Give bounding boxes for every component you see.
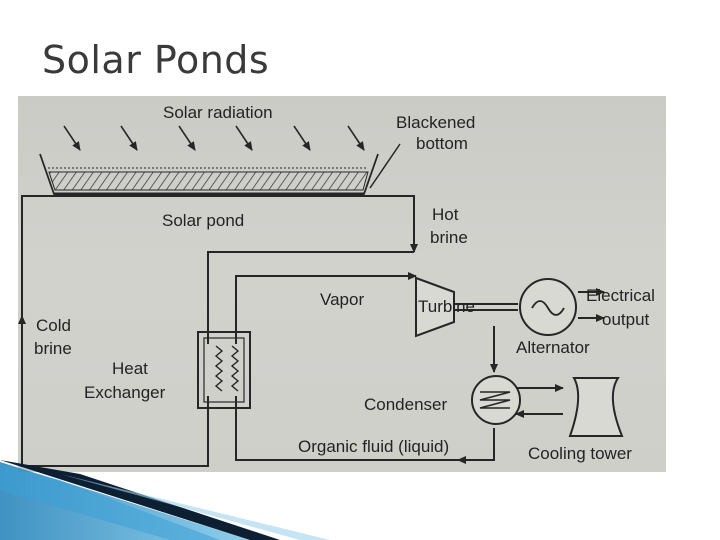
turbine <box>415 276 455 338</box>
label-bottom: bottom <box>416 134 468 153</box>
label-electrical: Electrical <box>586 286 655 305</box>
cooling-tower <box>568 377 624 437</box>
blackened-bottom-pointer <box>369 143 401 189</box>
condenser <box>471 375 521 425</box>
label-output: output <box>602 310 650 329</box>
diagram-photo: Solar radiation Blackened bottom Solar p… <box>18 96 666 472</box>
radiation-arrow <box>235 125 253 151</box>
label-cooling-tower: Cooling tower <box>528 444 632 463</box>
piping <box>18 195 605 467</box>
vapor-pipe <box>235 272 417 344</box>
label-hot-brine: brine <box>430 228 468 247</box>
radiation-arrow <box>293 125 311 151</box>
solar-pond-trough <box>39 143 401 196</box>
solar-radiation-arrows <box>63 125 365 151</box>
label-blackened: Blackened <box>396 113 475 132</box>
organic-fluid-pipe <box>235 396 495 461</box>
label-solar-radiation: Solar radiation <box>163 103 273 122</box>
slide-title: Solar Ponds <box>42 38 270 82</box>
label-cold-brine: brine <box>34 339 72 358</box>
label-turbine: Turbine <box>418 297 475 316</box>
label-organic-fluid: Organic fluid (liquid) <box>298 437 449 456</box>
heat-exchanger <box>197 331 251 409</box>
label-alternator: Alternator <box>516 338 590 357</box>
label-vapor: Vapor <box>320 290 364 309</box>
label-condenser: Condenser <box>364 395 448 414</box>
label-exchanger: Exchanger <box>84 383 166 402</box>
radiation-arrow <box>63 125 81 151</box>
label-cold: Cold <box>36 316 71 335</box>
radiation-arrow <box>178 125 196 151</box>
radiation-arrow <box>347 125 365 151</box>
label-heat: Heat <box>112 359 148 378</box>
label-solar-pond: Solar pond <box>162 211 244 230</box>
radiation-arrow <box>120 125 138 151</box>
decorative-swoosh <box>0 460 330 540</box>
hot-brine-pipe <box>207 251 414 344</box>
solar-pond-diagram: Solar radiation Blackened bottom Solar p… <box>18 103 655 467</box>
label-hot: Hot <box>432 205 459 224</box>
alternator <box>519 278 577 336</box>
